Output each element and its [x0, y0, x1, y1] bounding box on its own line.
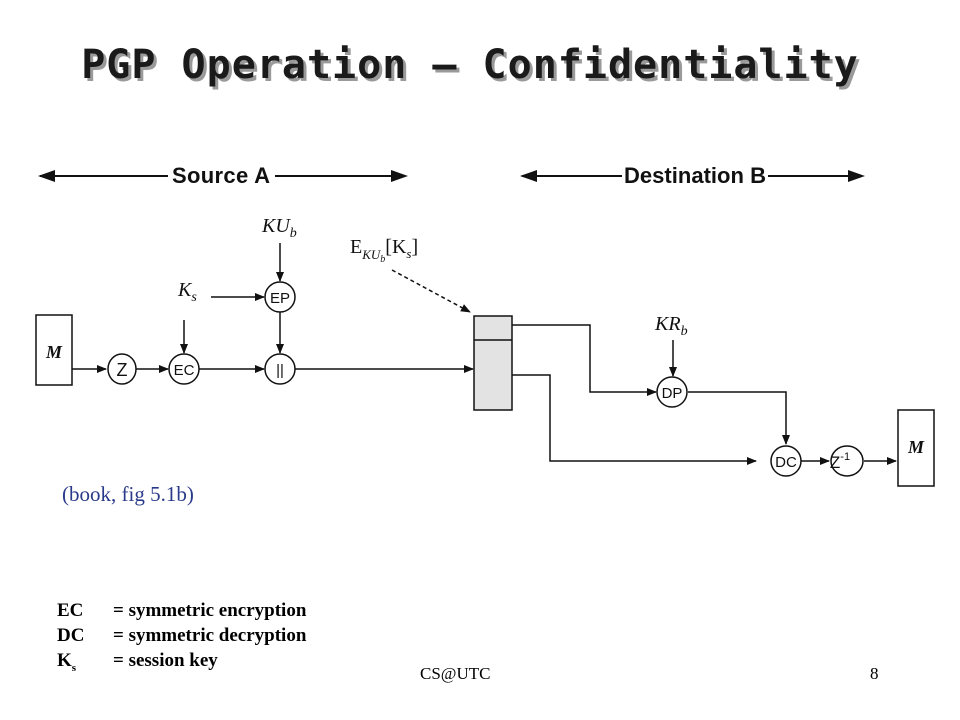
compress-z-label: Z [117, 360, 128, 380]
source-range-arrow [38, 170, 408, 182]
legend-term: Ks [57, 650, 77, 674]
dp-node [656, 376, 688, 408]
legend: EC = symmetric encryption DC = symmetric d… [57, 600, 306, 675]
kr-b-label: KRb [654, 313, 688, 339]
decompress-node [830, 445, 864, 477]
message-output-label: M [907, 437, 925, 457]
ku-b-label: KUb [261, 215, 297, 241]
concat-label: || [276, 362, 284, 379]
dp-label: DP [662, 385, 683, 402]
legend-term: EC [57, 600, 84, 621]
destination-flow-arrows [512, 324, 897, 465]
legend-definition: = symmetric decryption [113, 625, 307, 646]
legend-term: DC [57, 625, 85, 646]
figure-caption: (book, fig 5.1b) [62, 482, 194, 506]
legend-row: EC = symmetric encryption [57, 600, 306, 625]
source-label: Source A [172, 163, 270, 188]
legend-definition: = symmetric encryption [113, 600, 307, 621]
footer-org: CS@UTC [420, 664, 491, 683]
legend-row: Ks = session key [57, 650, 306, 675]
destination-range-arrow [520, 170, 865, 182]
slide-title: PGP Operation – Confidentiality [81, 42, 859, 88]
ep-label: EP [270, 290, 290, 307]
decompress-label: Z-1 [830, 451, 850, 472]
ec-label: EC [174, 362, 195, 379]
page-number: 8 [870, 664, 879, 683]
ks-label: Ks [177, 279, 197, 305]
dc-node [770, 445, 802, 477]
destination-label: Destination B [624, 163, 766, 188]
dc-label: DC [775, 454, 797, 471]
encrypted-session-key-label: EKUb[Ks] [350, 236, 418, 265]
message-input-label: M [45, 342, 63, 362]
source-flow-arrows [72, 243, 474, 373]
combined-packet [473, 315, 513, 411]
message-output-box [897, 409, 935, 487]
legend-definition: = session key [113, 650, 218, 671]
message-input-box [35, 314, 73, 386]
legend-row: DC = symmetric decryption [57, 625, 306, 650]
